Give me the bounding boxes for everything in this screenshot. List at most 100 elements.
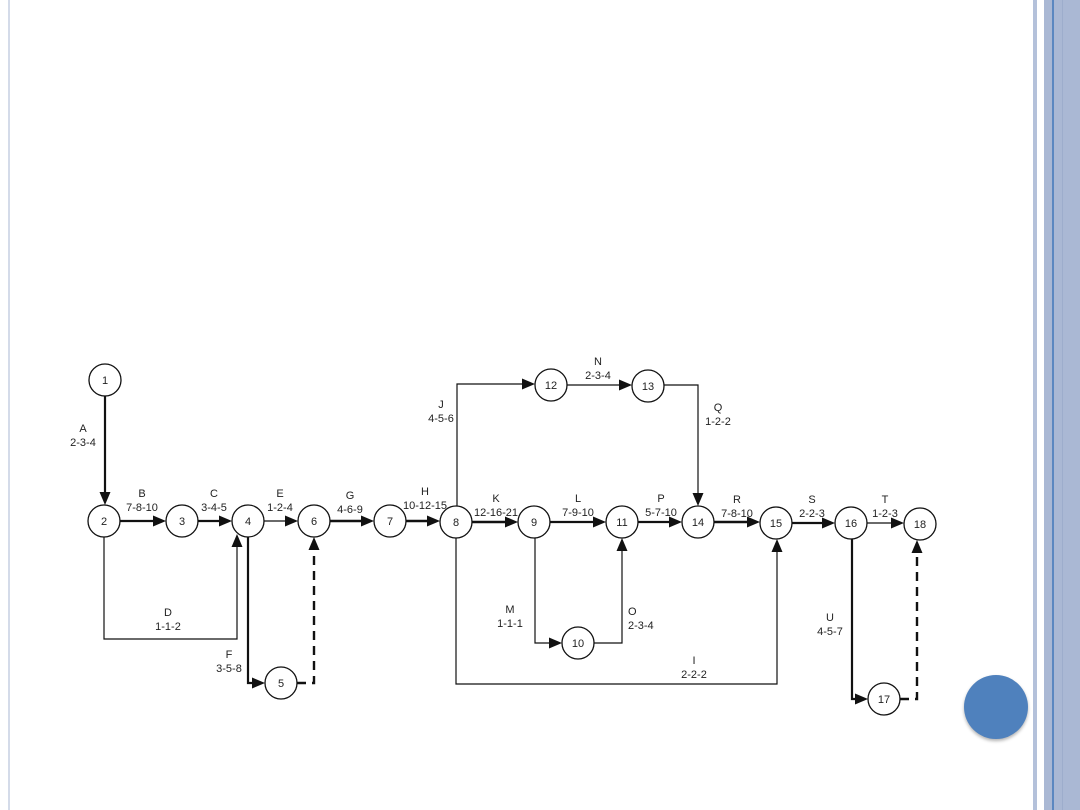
activity-estimate: 2-3-4	[585, 370, 611, 382]
node-7	[373, 504, 407, 538]
activity-estimate: 7-8-10	[721, 508, 753, 520]
activity-S-arrowhead	[822, 517, 835, 529]
node-9	[517, 505, 551, 539]
activity-M-arrowhead	[549, 637, 562, 649]
activity-Q-arrowhead	[692, 493, 704, 506]
activity-label: E	[276, 488, 283, 500]
node-label: 12	[545, 380, 557, 392]
node-label: 15	[770, 518, 782, 530]
node-label: 2	[101, 516, 107, 528]
activity-A-arrowhead	[99, 492, 111, 505]
activity-estimate: 1-1-2	[155, 621, 181, 633]
activity-label: G	[346, 490, 355, 502]
activity-G-arrowhead	[361, 515, 374, 527]
dummy-activity-17-18-arrowhead	[911, 540, 923, 553]
activity-H-arrowhead	[427, 515, 440, 527]
activity-estimate: 12-16-21	[474, 507, 518, 519]
node-label: 9	[531, 517, 537, 529]
activity-K-arrowhead	[505, 516, 518, 528]
node-18	[903, 507, 937, 541]
activity-estimate: 2-3-4	[628, 620, 654, 632]
node-12	[534, 368, 568, 402]
node-6	[297, 504, 331, 538]
activity-label: U	[826, 612, 834, 624]
node-1	[88, 363, 122, 397]
activity-label: J	[438, 399, 444, 411]
node-8	[439, 505, 473, 539]
activity-label: N	[594, 356, 602, 368]
activity-estimate: 2-2-2	[681, 669, 707, 681]
activity-label: L	[575, 493, 581, 505]
activity-P-arrowhead	[669, 516, 682, 528]
activity-U-line	[850, 539, 855, 701]
side-decoration-strip	[1033, 0, 1037, 810]
activity-estimate: 1-1-1	[497, 618, 523, 630]
activity-estimate: 5-7-10	[645, 507, 677, 519]
node-17	[867, 682, 901, 716]
activity-O-line	[594, 551, 623, 644]
activity-estimate: 1-2-3	[872, 508, 898, 520]
node-label: 18	[914, 519, 926, 531]
activity-estimate: 7-8-10	[126, 502, 158, 514]
activity-L-arrowhead	[593, 516, 606, 528]
activity-R-arrowhead	[747, 516, 760, 528]
activity-I-arrowhead	[771, 539, 783, 552]
activity-label: K	[492, 493, 500, 505]
activity-E-arrowhead	[285, 515, 298, 527]
node-16	[834, 506, 868, 540]
activity-label: P	[657, 493, 664, 505]
node-label: 11	[616, 517, 627, 529]
dummy-activity-17-18-line	[900, 553, 919, 701]
activity-D-arrowhead	[231, 534, 243, 547]
activity-label: S	[808, 494, 815, 506]
slide-border	[8, 0, 10, 810]
node-4	[231, 504, 265, 538]
activity-label: M	[505, 604, 514, 616]
node-label: 7	[387, 516, 393, 528]
node-label: 14	[692, 517, 704, 529]
activity-O-arrowhead	[616, 538, 628, 551]
activity-estimate: 3-5-8	[216, 663, 242, 675]
node-label: 6	[311, 516, 317, 528]
activity-I-line	[455, 538, 778, 685]
activity-estimate: 4-6-9	[337, 504, 363, 516]
activity-estimate: 2-2-3	[799, 508, 825, 520]
activity-label: C	[210, 488, 218, 500]
activity-estimate: 10-12-15	[403, 500, 447, 512]
activity-M-line	[534, 538, 549, 644]
activity-label: I	[692, 655, 695, 667]
activity-N-arrowhead	[619, 379, 632, 391]
node-15	[759, 506, 793, 540]
activity-estimate: 4-5-6	[428, 413, 454, 425]
activity-F-arrowhead	[252, 677, 265, 689]
node-label: 13	[642, 381, 654, 393]
decorative-blue-circle	[964, 675, 1028, 739]
activity-estimate: 2-3-4	[70, 437, 96, 449]
activity-label: T	[882, 494, 889, 506]
activity-estimate: 1-2-2	[705, 416, 731, 428]
node-3	[165, 504, 199, 538]
activity-estimate: 7-9-10	[562, 507, 594, 519]
activity-label: A	[79, 423, 87, 435]
activity-estimate: 3-4-5	[201, 502, 227, 514]
activity-label: H	[421, 486, 429, 498]
side-decoration-line	[1052, 0, 1054, 810]
activity-estimate: 4-5-7	[817, 626, 843, 638]
activity-T-arrowhead	[891, 517, 904, 529]
dummy-activity-5-6-arrowhead	[308, 537, 320, 550]
activity-B-arrowhead	[153, 515, 166, 527]
node-11	[605, 505, 639, 539]
node-14	[681, 505, 715, 539]
node-label: 17	[878, 694, 890, 706]
activity-label: Q	[714, 402, 723, 414]
node-label: 4	[245, 516, 251, 528]
node-10	[561, 626, 595, 660]
activity-C-arrowhead	[219, 515, 232, 527]
activity-estimate: 1-2-4	[267, 502, 293, 514]
dummy-activity-5-6-line	[297, 550, 316, 685]
node-label: 1	[102, 375, 108, 387]
node-label: 3	[179, 516, 185, 528]
node-label: 8	[453, 517, 459, 529]
node-5	[264, 666, 298, 700]
activity-label: O	[628, 606, 637, 618]
